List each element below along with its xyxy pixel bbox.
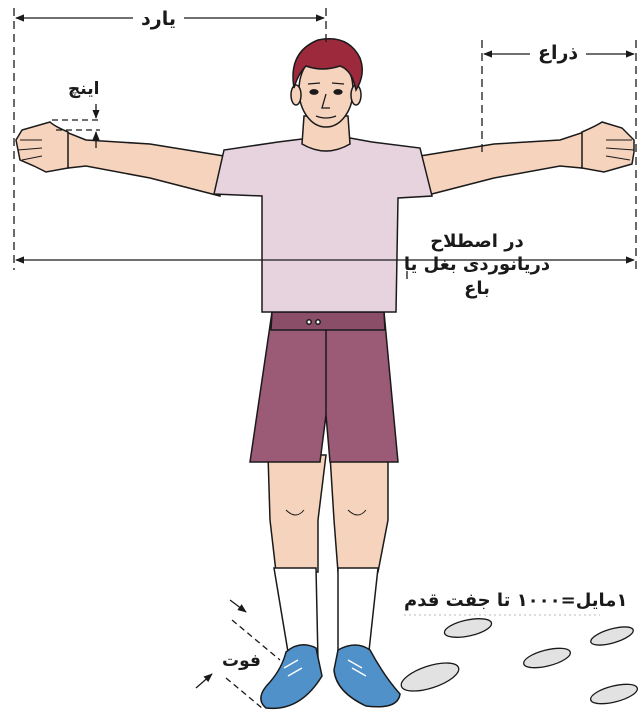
shirt [214,138,432,312]
foot-arrow-bottom [196,674,212,688]
left-leg [268,455,326,572]
legs [268,455,388,572]
right-hand [582,122,634,172]
shorts [250,312,398,462]
left-shoe [261,645,322,709]
footprint-icon [443,615,493,641]
right-leg [330,455,388,572]
fathom-label: در اصطلاح دریانوردی بغل یا باع [402,230,552,300]
footprint-icon [589,623,635,649]
shorts-button [307,320,311,324]
inch-label: اینچ [68,79,99,100]
footprint-icon [589,680,639,707]
footprint-icon [398,657,462,696]
yard-label: یارد [133,8,184,32]
footprints [398,615,639,707]
footprint-icon [522,644,572,671]
cubit-label: ذراع [530,42,586,66]
right-shoe [334,645,400,707]
foot-arrow-top [230,600,246,612]
shoes [261,645,400,709]
right-arm [420,132,584,196]
left-arm [66,132,224,196]
foot-label: فوت [222,651,261,672]
mile-label: ۱مایل=۱۰۰۰ تا جفت قدم [404,590,627,613]
shorts-button [316,320,320,324]
